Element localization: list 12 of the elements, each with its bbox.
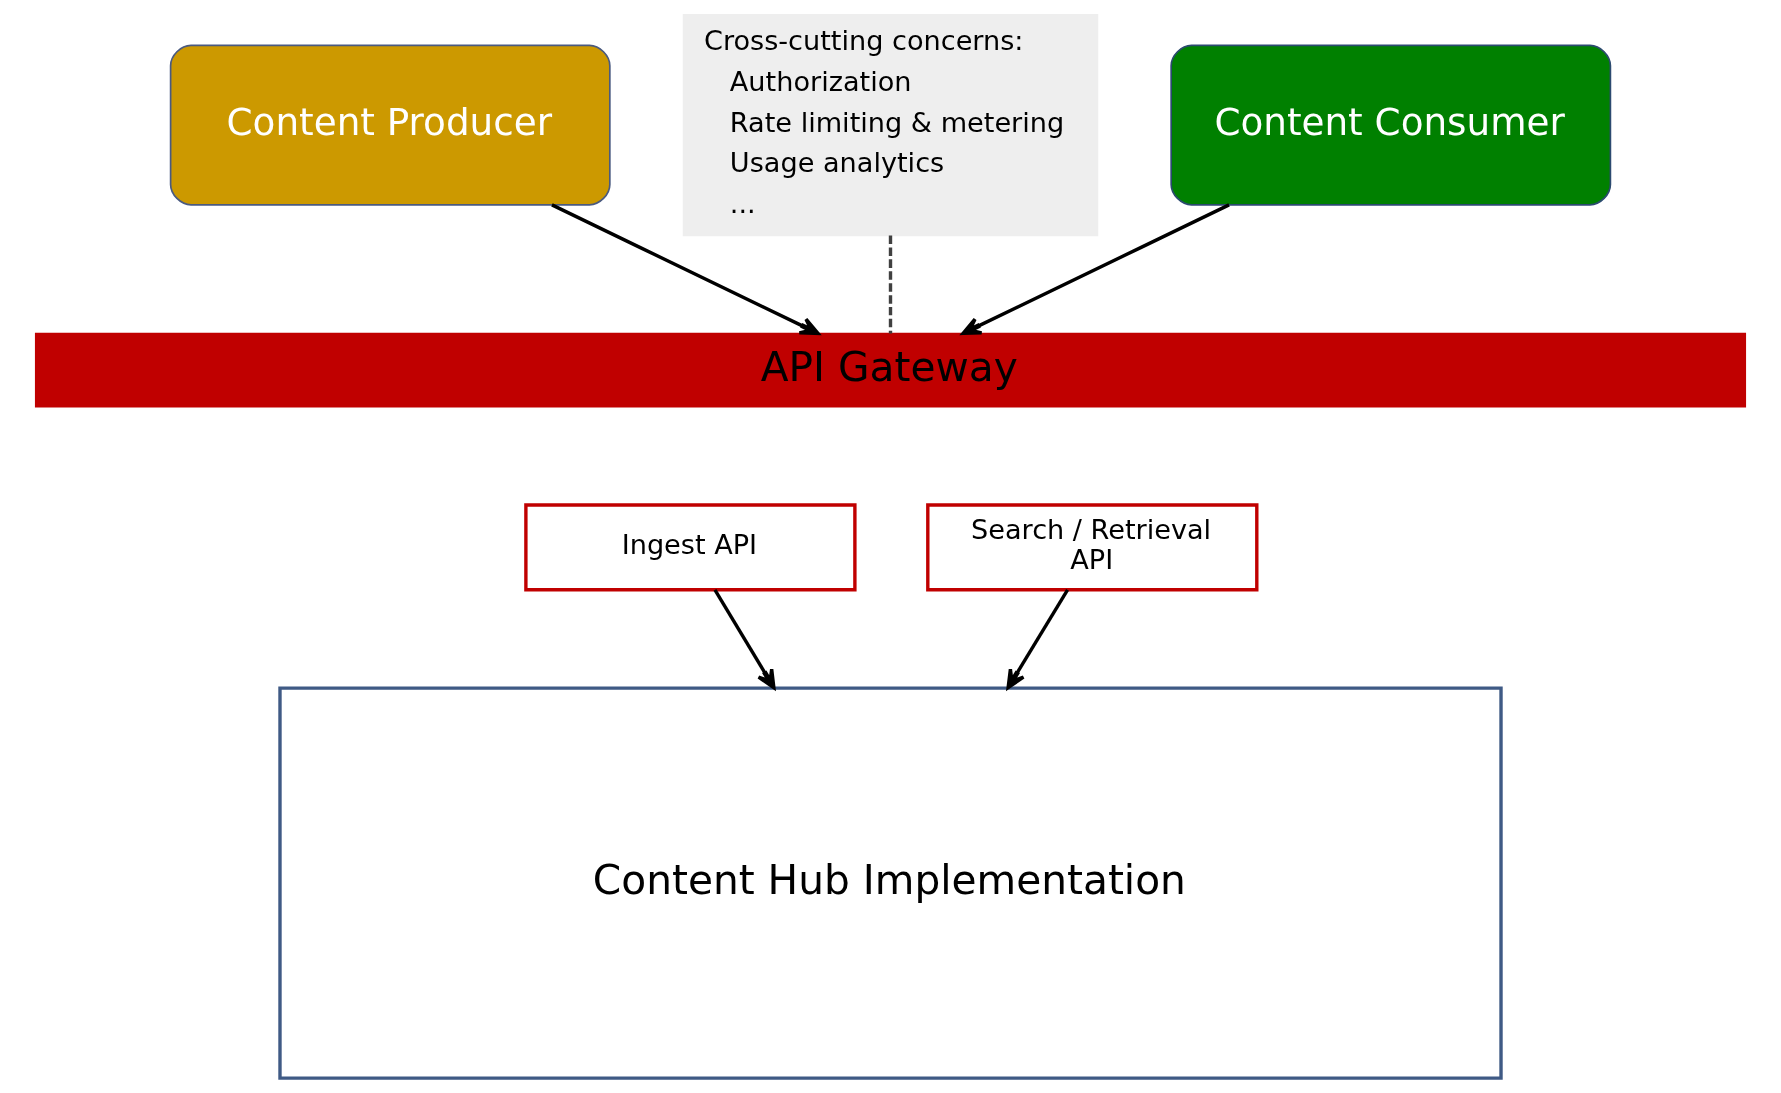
node-box: Ingest API <box>524 503 857 592</box>
node-box: Cross-cutting concerns: Authorization Rate limiting & metering Usage analytics ... <box>682 14 1099 237</box>
connector <box>888 235 893 334</box>
arrow <box>1006 588 1069 690</box>
arrow <box>713 588 776 690</box>
arrow <box>551 203 820 336</box>
node-box: Content Hub Implementation <box>278 686 1503 1080</box>
node-box: API Gateway <box>34 332 1747 408</box>
arrow <box>961 203 1230 336</box>
node-box: Content Producer <box>169 44 611 206</box>
node-box: Search / Retrieval API <box>926 503 1259 592</box>
node-box: Content Consumer <box>1170 44 1612 206</box>
